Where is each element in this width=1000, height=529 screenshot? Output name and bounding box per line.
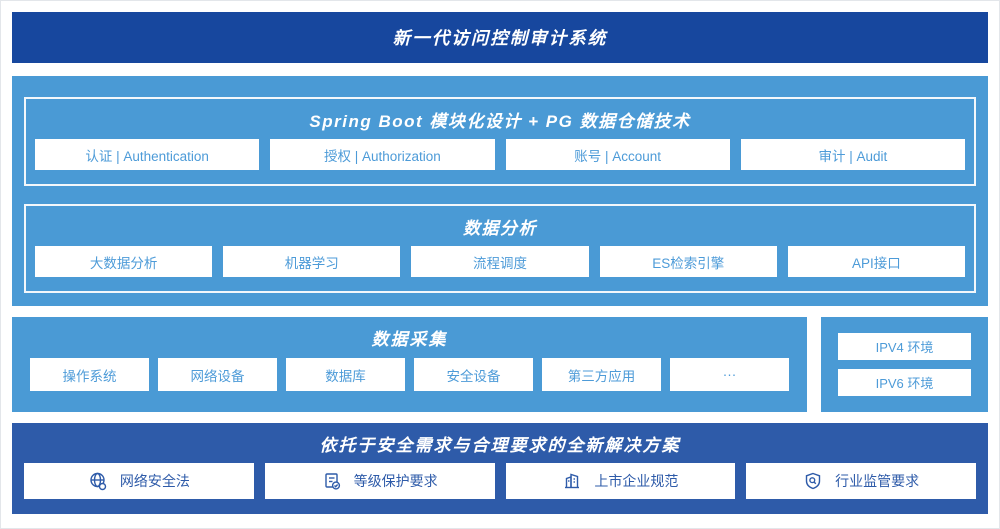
page-title: 新一代访问控制审计系统: [392, 28, 608, 48]
document-check-icon: [322, 471, 342, 491]
analysis-box-workflow: 流程调度: [411, 246, 589, 277]
collection-items-row: 操作系统 网络设备 数据库 安全设备 第三方应用 ···: [30, 358, 789, 391]
collection-box-network: 网络设备: [158, 358, 277, 391]
module-box-authorization: 授权 | Authorization: [270, 139, 495, 170]
platform-section: Spring Boot 模块化设计 + PG 数据仓储技术 认证 | Authe…: [12, 76, 988, 306]
solution-box-classified-protection: 等级保护要求: [264, 463, 495, 499]
header-banner: 新一代访问控制审计系统: [12, 12, 988, 63]
solution-title: 依托于安全需求与合理要求的全新解决方案: [319, 435, 681, 455]
collection-box-os: 操作系统: [30, 358, 149, 391]
solution-box-listed-company: 上市企业规范: [505, 463, 736, 499]
collection-box-thirdparty: 第三方应用: [542, 358, 661, 391]
module-box-authentication: 认证 | Authentication: [35, 139, 260, 170]
solution-box-label: 等级保护要求: [353, 473, 438, 489]
env-box-ipv6: IPV6 环境: [838, 369, 971, 396]
env-box-ipv4: IPV4 环境: [838, 333, 971, 360]
collection-box-security: 安全设备: [414, 358, 533, 391]
collection-title: 数据采集: [371, 330, 448, 349]
spacer: [12, 306, 988, 317]
solution-box-label: 行业监管要求: [835, 473, 920, 489]
spacer: [12, 412, 988, 423]
solution-box-label: 网络安全法: [119, 473, 190, 489]
spacer: [12, 63, 988, 76]
environment-panel: IPV4 环境 IPV6 环境: [821, 317, 988, 412]
analysis-box-ml: 机器学习: [223, 246, 401, 277]
solution-box-industry-regulation: 行业监管要求: [746, 463, 976, 499]
solution-items-row: 网络安全法 等级保护要求: [24, 463, 976, 499]
analysis-row: 大数据分析 机器学习 流程调度 ES检索引擎 API接口: [35, 246, 966, 277]
solution-box-label: 上市企业规范: [594, 473, 679, 489]
analysis-box-es: ES检索引擎: [599, 246, 777, 277]
module-box-account: 账号 | Account: [505, 139, 730, 170]
globe-icon: [88, 471, 108, 491]
analysis-box-api: API接口: [787, 246, 966, 277]
collection-section: 数据采集 操作系统 网络设备 数据库 安全设备 第三方应用 ···: [12, 317, 807, 412]
shield-search-icon: [803, 471, 823, 491]
module-box-audit: 审计 | Audit: [740, 139, 965, 170]
collection-row: 数据采集 操作系统 网络设备 数据库 安全设备 第三方应用 ··· IPV4 环…: [12, 317, 988, 412]
solution-box-cybersecurity-law: 网络安全法: [24, 463, 254, 499]
solution-section: 依托于安全需求与合理要求的全新解决方案 网络安全法: [12, 423, 988, 514]
modules-panel: Spring Boot 模块化设计 + PG 数据仓储技术 认证 | Authe…: [24, 97, 976, 186]
analysis-panel-title: 数据分析: [463, 218, 537, 238]
modules-row: 认证 | Authentication 授权 | Authorization 账…: [35, 139, 965, 170]
building-icon: [562, 471, 582, 491]
collection-box-database: 数据库: [286, 358, 405, 391]
analysis-panel: 数据分析 大数据分析 机器学习 流程调度 ES检索引擎 API接口: [24, 204, 976, 293]
collection-box-more: ···: [670, 358, 789, 391]
modules-panel-title: Spring Boot 模块化设计 + PG 数据仓储技术: [309, 111, 691, 131]
analysis-box-bigdata: 大数据分析: [35, 246, 213, 277]
